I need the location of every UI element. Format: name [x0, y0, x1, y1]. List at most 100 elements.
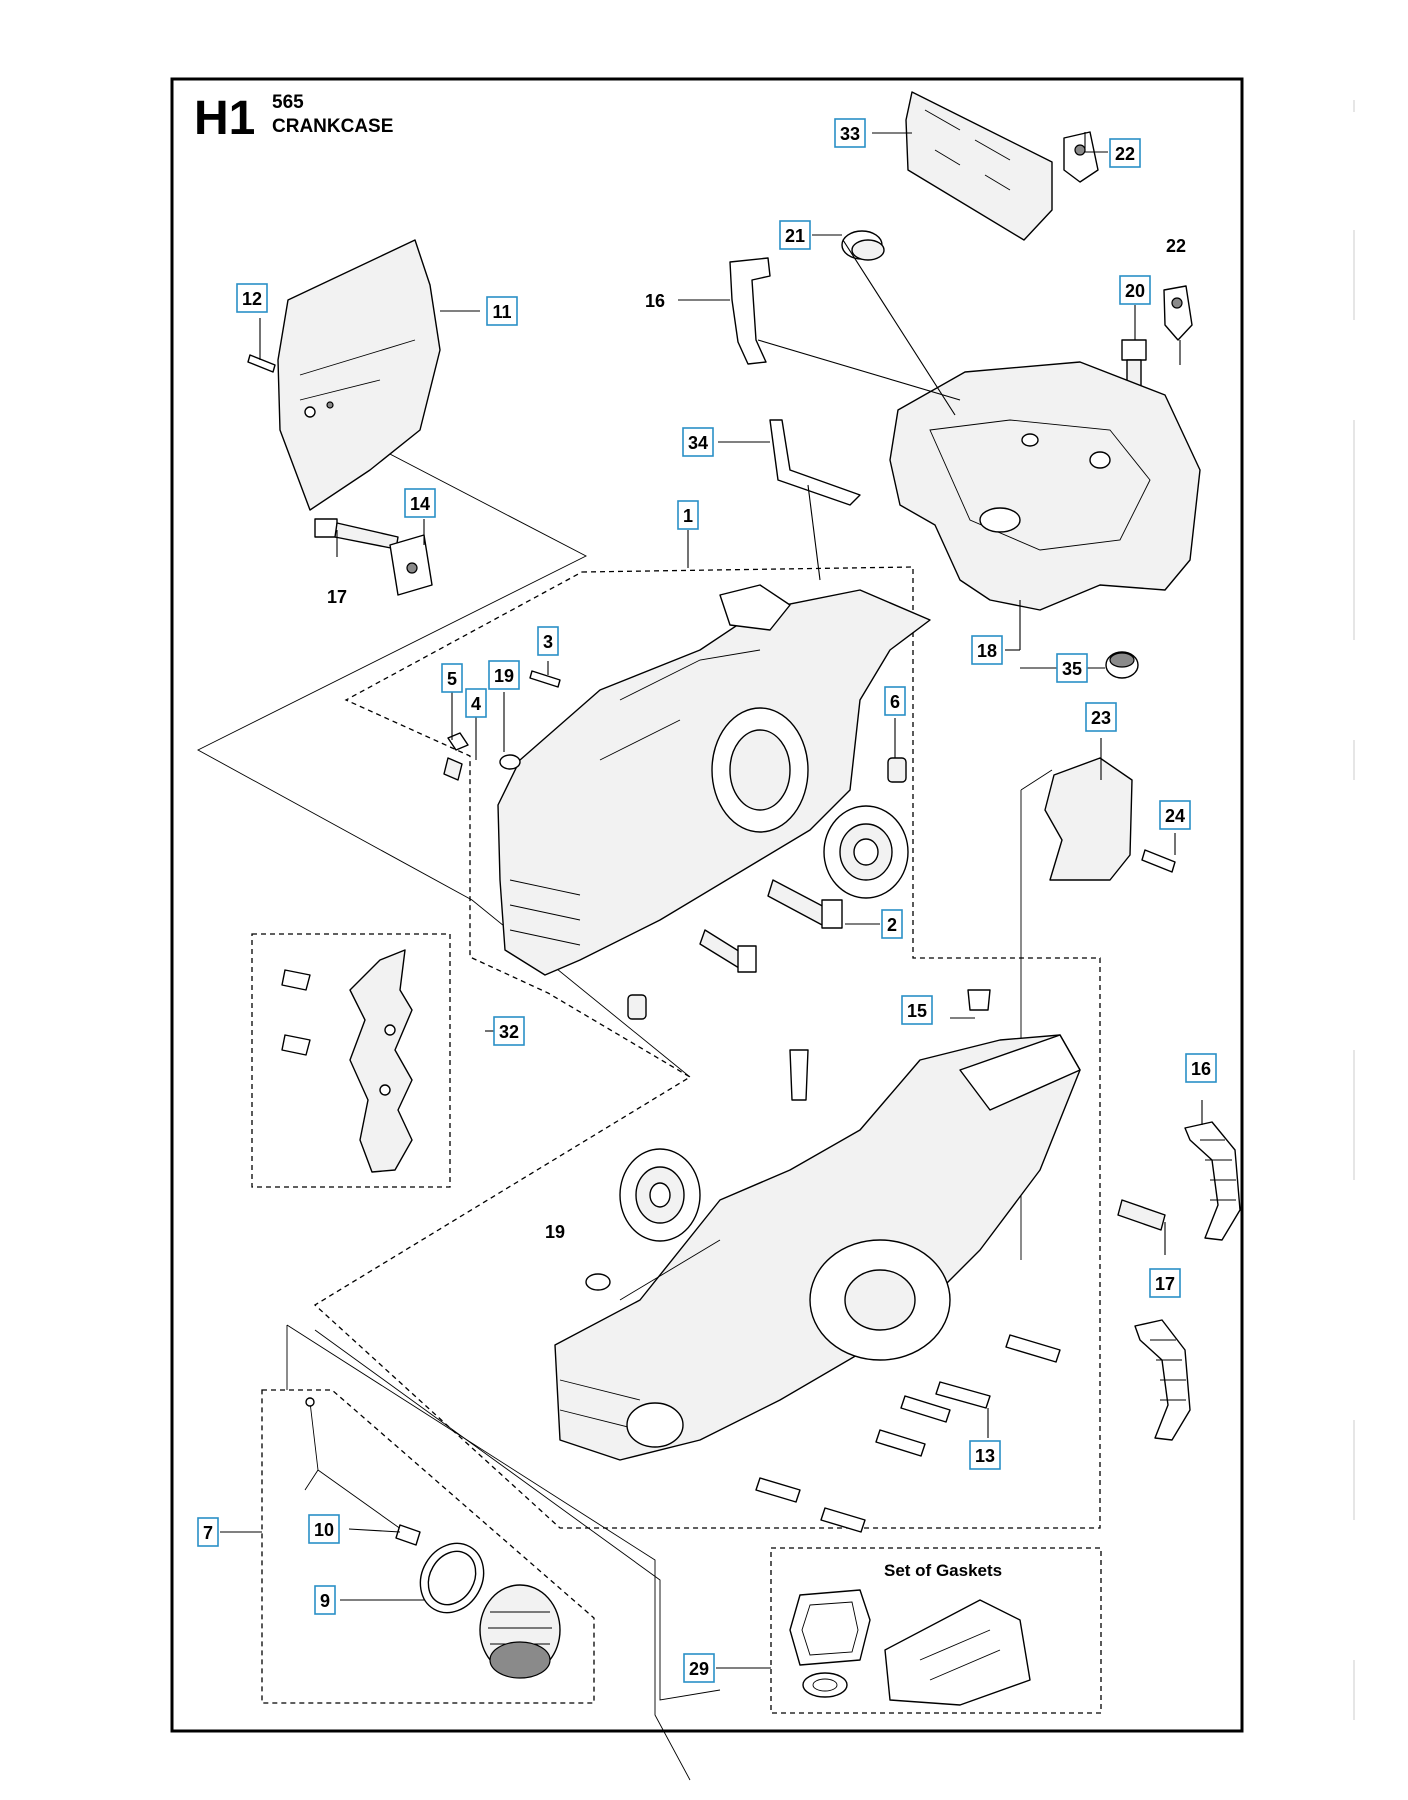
callout-24: 24: [1159, 800, 1191, 830]
oil-filler-cap: [479, 1584, 561, 1679]
svg-text:7: 7: [203, 1523, 213, 1543]
fuel-tank-housing: [889, 361, 1201, 611]
callout-22-upper: 22: [1109, 138, 1141, 168]
diagram-frame: [170, 77, 1244, 1733]
callout-19-upper: 19: [488, 660, 520, 690]
svg-text:19: 19: [494, 666, 514, 686]
bolts-13: [755, 1334, 1061, 1533]
screw-15: [967, 989, 991, 1011]
screw-3: [529, 670, 561, 688]
main-bearing-upper: [823, 805, 909, 899]
callout-5: 5: [441, 663, 463, 693]
callout-4: 4: [465, 688, 487, 718]
sleeve-pin-head-2b: [737, 945, 757, 973]
diagram-code: H1: [194, 92, 255, 145]
svg-text:34: 34: [688, 433, 708, 453]
svg-text:6: 6: [890, 692, 900, 712]
heat-shield-part: [905, 91, 1053, 241]
callout-17-upper: 17: [327, 587, 347, 607]
svg-text:22: 22: [1166, 236, 1186, 256]
svg-text:2: 2: [887, 915, 897, 935]
svg-text:32: 32: [499, 1022, 519, 1042]
callout-16-right: 16: [1185, 1053, 1217, 1083]
callout-35: 35: [1056, 653, 1088, 683]
explode-line-oil: [314, 1329, 721, 1701]
svg-text:23: 23: [1091, 708, 1111, 728]
svg-text:4: 4: [471, 694, 481, 714]
callout-14: 14: [404, 488, 436, 518]
callout-9: 9: [314, 1585, 336, 1615]
svg-text:10: 10: [314, 1520, 334, 1540]
svg-text:5: 5: [447, 669, 457, 689]
sleeve-pin-2a: [767, 879, 831, 927]
svg-text:15: 15: [907, 1001, 927, 1021]
callout-16-upper: 16: [645, 291, 665, 311]
callout-20: 20: [1119, 275, 1151, 305]
bolt-17-right: [1117, 1199, 1166, 1231]
section-title: CRANKCASE: [272, 116, 393, 137]
svg-text:12: 12: [242, 289, 262, 309]
dowel-pin-lower: [627, 994, 647, 1020]
svg-text:1: 1: [683, 506, 693, 526]
svg-text:19: 19: [545, 1222, 565, 1242]
svg-text:11: 11: [492, 302, 511, 322]
grommet-tag-lower: [1163, 285, 1193, 341]
svg-text:35: 35: [1062, 659, 1082, 679]
seal-ring-9: [419, 1542, 485, 1614]
crankcase-upper-half: [497, 584, 931, 976]
callout-21: 21: [779, 220, 811, 250]
screw-lower-vertical: [789, 1049, 809, 1101]
svg-text:18: 18: [977, 641, 997, 661]
part-5: [447, 732, 469, 751]
callout-6: 6: [884, 686, 906, 716]
svg-text:29: 29: [689, 1659, 709, 1679]
model-number: 565: [272, 92, 304, 113]
svg-text:21: 21: [785, 226, 805, 246]
chain-catcher-clip: [389, 534, 433, 596]
svg-text:9: 9: [320, 1591, 330, 1611]
sleeve-pin-head-2a: [821, 899, 843, 929]
callout-11: 11: [486, 296, 518, 326]
bolt-17-upper: [314, 518, 399, 550]
callout-2: 2: [881, 909, 903, 939]
bolt-32a: [281, 969, 311, 991]
callout-12: 12: [236, 283, 268, 313]
cover-23: [1044, 757, 1133, 881]
bearing-strip-right-upper: [1184, 1121, 1241, 1241]
bearing-strip-right-lower: [1134, 1319, 1191, 1441]
callout-33: 33: [834, 118, 866, 148]
gasket-set: Set of Gaskets: [789, 1561, 1031, 1706]
group-outline-32: [251, 933, 451, 1188]
svg-text:3: 3: [543, 632, 553, 652]
chain-guard-plate: [277, 239, 441, 511]
svg-text:14: 14: [410, 494, 430, 514]
callout-22-lower: 22: [1166, 236, 1186, 256]
bolt-32b: [281, 1034, 311, 1056]
svg-text:33: 33: [840, 124, 860, 144]
group-outline-7: [261, 1389, 595, 1704]
bracket-strip-34: [769, 419, 861, 506]
svg-text:22: 22: [1115, 144, 1135, 164]
bumper-spike-plate: [349, 949, 413, 1173]
callout-3: 3: [537, 626, 559, 656]
group-outline-1: [313, 566, 1101, 1529]
rubber-plug-part: [841, 230, 885, 261]
group-outline-29: [770, 1547, 1102, 1714]
callout-18: 18: [971, 635, 1003, 665]
svg-text:16: 16: [645, 291, 665, 311]
washer-19-lower: [585, 1273, 611, 1291]
grommet-tag-upper: [1063, 131, 1099, 183]
dowel-pin-6: [887, 757, 907, 783]
main-bearing-lower: [619, 1148, 701, 1242]
crankcase-lower-half: [554, 1034, 1081, 1461]
callout-19-lower: 19: [545, 1222, 565, 1242]
washer-19-upper: [499, 754, 521, 770]
callout-32: 32: [493, 1016, 525, 1046]
svg-text:20: 20: [1125, 281, 1145, 301]
callout-1: 1: [677, 500, 699, 530]
oil-pickup-hose-10: [304, 1397, 421, 1546]
screw-24: [1141, 849, 1176, 873]
callout-13: 13: [969, 1440, 1001, 1470]
screw-12: [247, 354, 276, 373]
